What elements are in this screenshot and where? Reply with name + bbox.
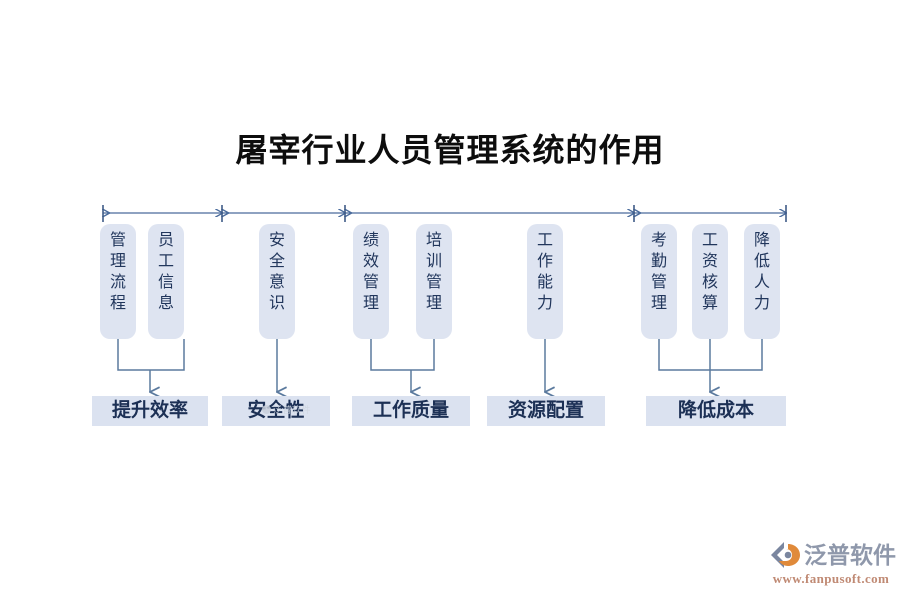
watermark-text: 泛普软件 xyxy=(273,405,312,415)
connector-group-5 xyxy=(658,339,763,392)
factor-label: 降低人力 xyxy=(753,232,770,312)
outcome-box-resource-allocation[interactable]: 资源配置 xyxy=(487,396,605,426)
factor-label: 管理流程 xyxy=(109,232,126,312)
factor-box-training-mgmt[interactable]: 培训管理 xyxy=(416,224,452,339)
outcome-label: 提升效率 xyxy=(111,400,188,421)
top-span-arrow xyxy=(103,205,786,222)
factor-label: 绩效管理 xyxy=(362,232,379,312)
logo-url-text: www.fanpusoft.com xyxy=(772,571,890,586)
factor-label: 员工信息 xyxy=(157,232,174,312)
watermark-dot-icon xyxy=(262,405,271,414)
connector-group-3 xyxy=(370,339,435,392)
watermark: 泛普软件 xyxy=(262,403,311,416)
factor-box-employee-info[interactable]: 员工信息 xyxy=(148,224,184,339)
factor-label: 工资核算 xyxy=(701,232,718,312)
outcome-label: 工作质量 xyxy=(372,400,449,421)
outcome-label: 资源配置 xyxy=(507,400,584,421)
outcome-box-work-quality[interactable]: 工作质量 xyxy=(352,396,470,426)
factor-label: 培训管理 xyxy=(425,232,442,312)
factor-box-attendance-mgmt[interactable]: 考勤管理 xyxy=(641,224,677,339)
factor-box-safety-awareness[interactable]: 安全意识 xyxy=(259,224,295,339)
outcome-box-efficiency[interactable]: 提升效率 xyxy=(92,396,208,426)
factor-box-management-process[interactable]: 管理流程 xyxy=(100,224,136,339)
factor-label: 考勤管理 xyxy=(650,232,667,312)
factor-box-work-capability[interactable]: 工作能力 xyxy=(527,224,563,339)
outcome-label: 降低成本 xyxy=(677,400,754,421)
fanpu-software-logo[interactable]: 泛普软件 www.fanpusoft.com xyxy=(768,540,896,588)
factor-box-performance-mgmt[interactable]: 绩效管理 xyxy=(353,224,389,339)
factor-label: 工作能力 xyxy=(536,232,553,312)
outcome-box-reduce-cost[interactable]: 降低成本 xyxy=(646,396,786,426)
connector-group-1 xyxy=(117,339,185,392)
logo-row: 泛普软件 xyxy=(768,540,896,570)
factor-label: 安全意识 xyxy=(268,232,285,312)
fanpu-mark-icon xyxy=(771,542,800,568)
page-title: 屠宰行业人员管理系统的作用 xyxy=(235,132,665,168)
outcome-box-safety[interactable]: 安全性 xyxy=(222,396,330,426)
outcome-label: 安全性 xyxy=(247,400,305,421)
factor-box-reduce-manpower[interactable]: 降低人力 xyxy=(744,224,780,339)
logo-brand-text: 泛普软件 xyxy=(804,542,896,568)
factor-box-payroll-accounting[interactable]: 工资核算 xyxy=(692,224,728,339)
